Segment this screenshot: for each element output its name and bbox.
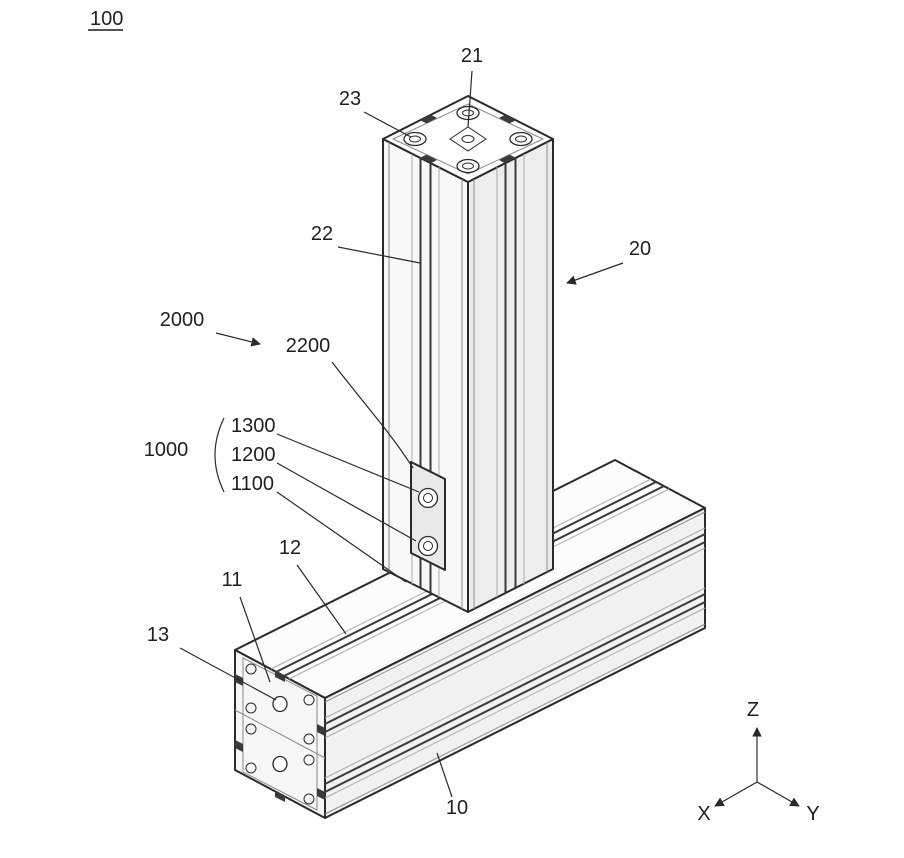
post-corner-hole-e — [509, 131, 533, 147]
label-22: 22 — [311, 223, 333, 245]
label-2000: 2000 — [160, 309, 205, 331]
beam-10 — [234, 459, 706, 819]
leader-13 — [179, 647, 277, 701]
beam-side-slots — [324, 511, 706, 815]
bolt-1300 — [417, 487, 439, 509]
label-1300: 1300 — [231, 415, 276, 437]
post-top-section — [391, 103, 545, 175]
post-corner-hole-n — [456, 105, 480, 121]
beam-end-section — [234, 657, 326, 811]
axis-y-arrow — [756, 781, 800, 807]
bolt-1200 — [417, 535, 439, 557]
post-center-bore — [449, 126, 487, 152]
label-11: 11 — [222, 569, 243, 591]
leader-22 — [337, 246, 421, 264]
leader-2200 — [331, 361, 414, 469]
leader-1300 — [276, 433, 420, 493]
axis-triad: Z X Y — [697, 699, 819, 825]
leader-2000 — [215, 332, 261, 347]
label-2200: 2200 — [286, 335, 331, 357]
label-100: 100 — [90, 8, 123, 30]
label-1100: 1100 — [231, 473, 274, 495]
post-corner-hole-s — [456, 158, 480, 174]
brace-1000 — [214, 417, 225, 493]
axis-y-label: Y — [806, 803, 819, 825]
leader-20 — [566, 262, 624, 285]
bracket-assembly-1000 — [410, 461, 446, 571]
label-21: 21 — [461, 45, 483, 67]
post-right-face — [467, 138, 554, 613]
leader-12 — [296, 564, 347, 635]
beam-center-hole-lower — [272, 755, 288, 773]
leader-23 — [363, 111, 412, 138]
reference-labels: 100 21 23 22 20 2000 2200 1000 1300 1200… — [88, 8, 651, 819]
label-23: 23 — [339, 88, 361, 110]
beam-center-hole-upper — [272, 695, 288, 713]
axis-z-label: Z — [747, 699, 759, 721]
axis-x-label: X — [697, 803, 710, 825]
leader-lines — [179, 70, 624, 798]
label-1000: 1000 — [144, 439, 189, 461]
post-right-slot — [473, 142, 548, 609]
label-1200: 1200 — [231, 444, 276, 466]
label-13: 13 — [147, 624, 169, 646]
label-10: 10 — [446, 797, 468, 819]
leader-11 — [239, 596, 271, 683]
leader-10 — [436, 752, 453, 798]
leader-21 — [467, 70, 473, 128]
leader-1100 — [276, 491, 407, 583]
label-20: 20 — [629, 238, 651, 260]
post-20 — [382, 95, 554, 613]
axis-x-arrow — [714, 781, 758, 807]
leader-1200 — [276, 462, 417, 542]
label-12: 12 — [279, 537, 301, 559]
